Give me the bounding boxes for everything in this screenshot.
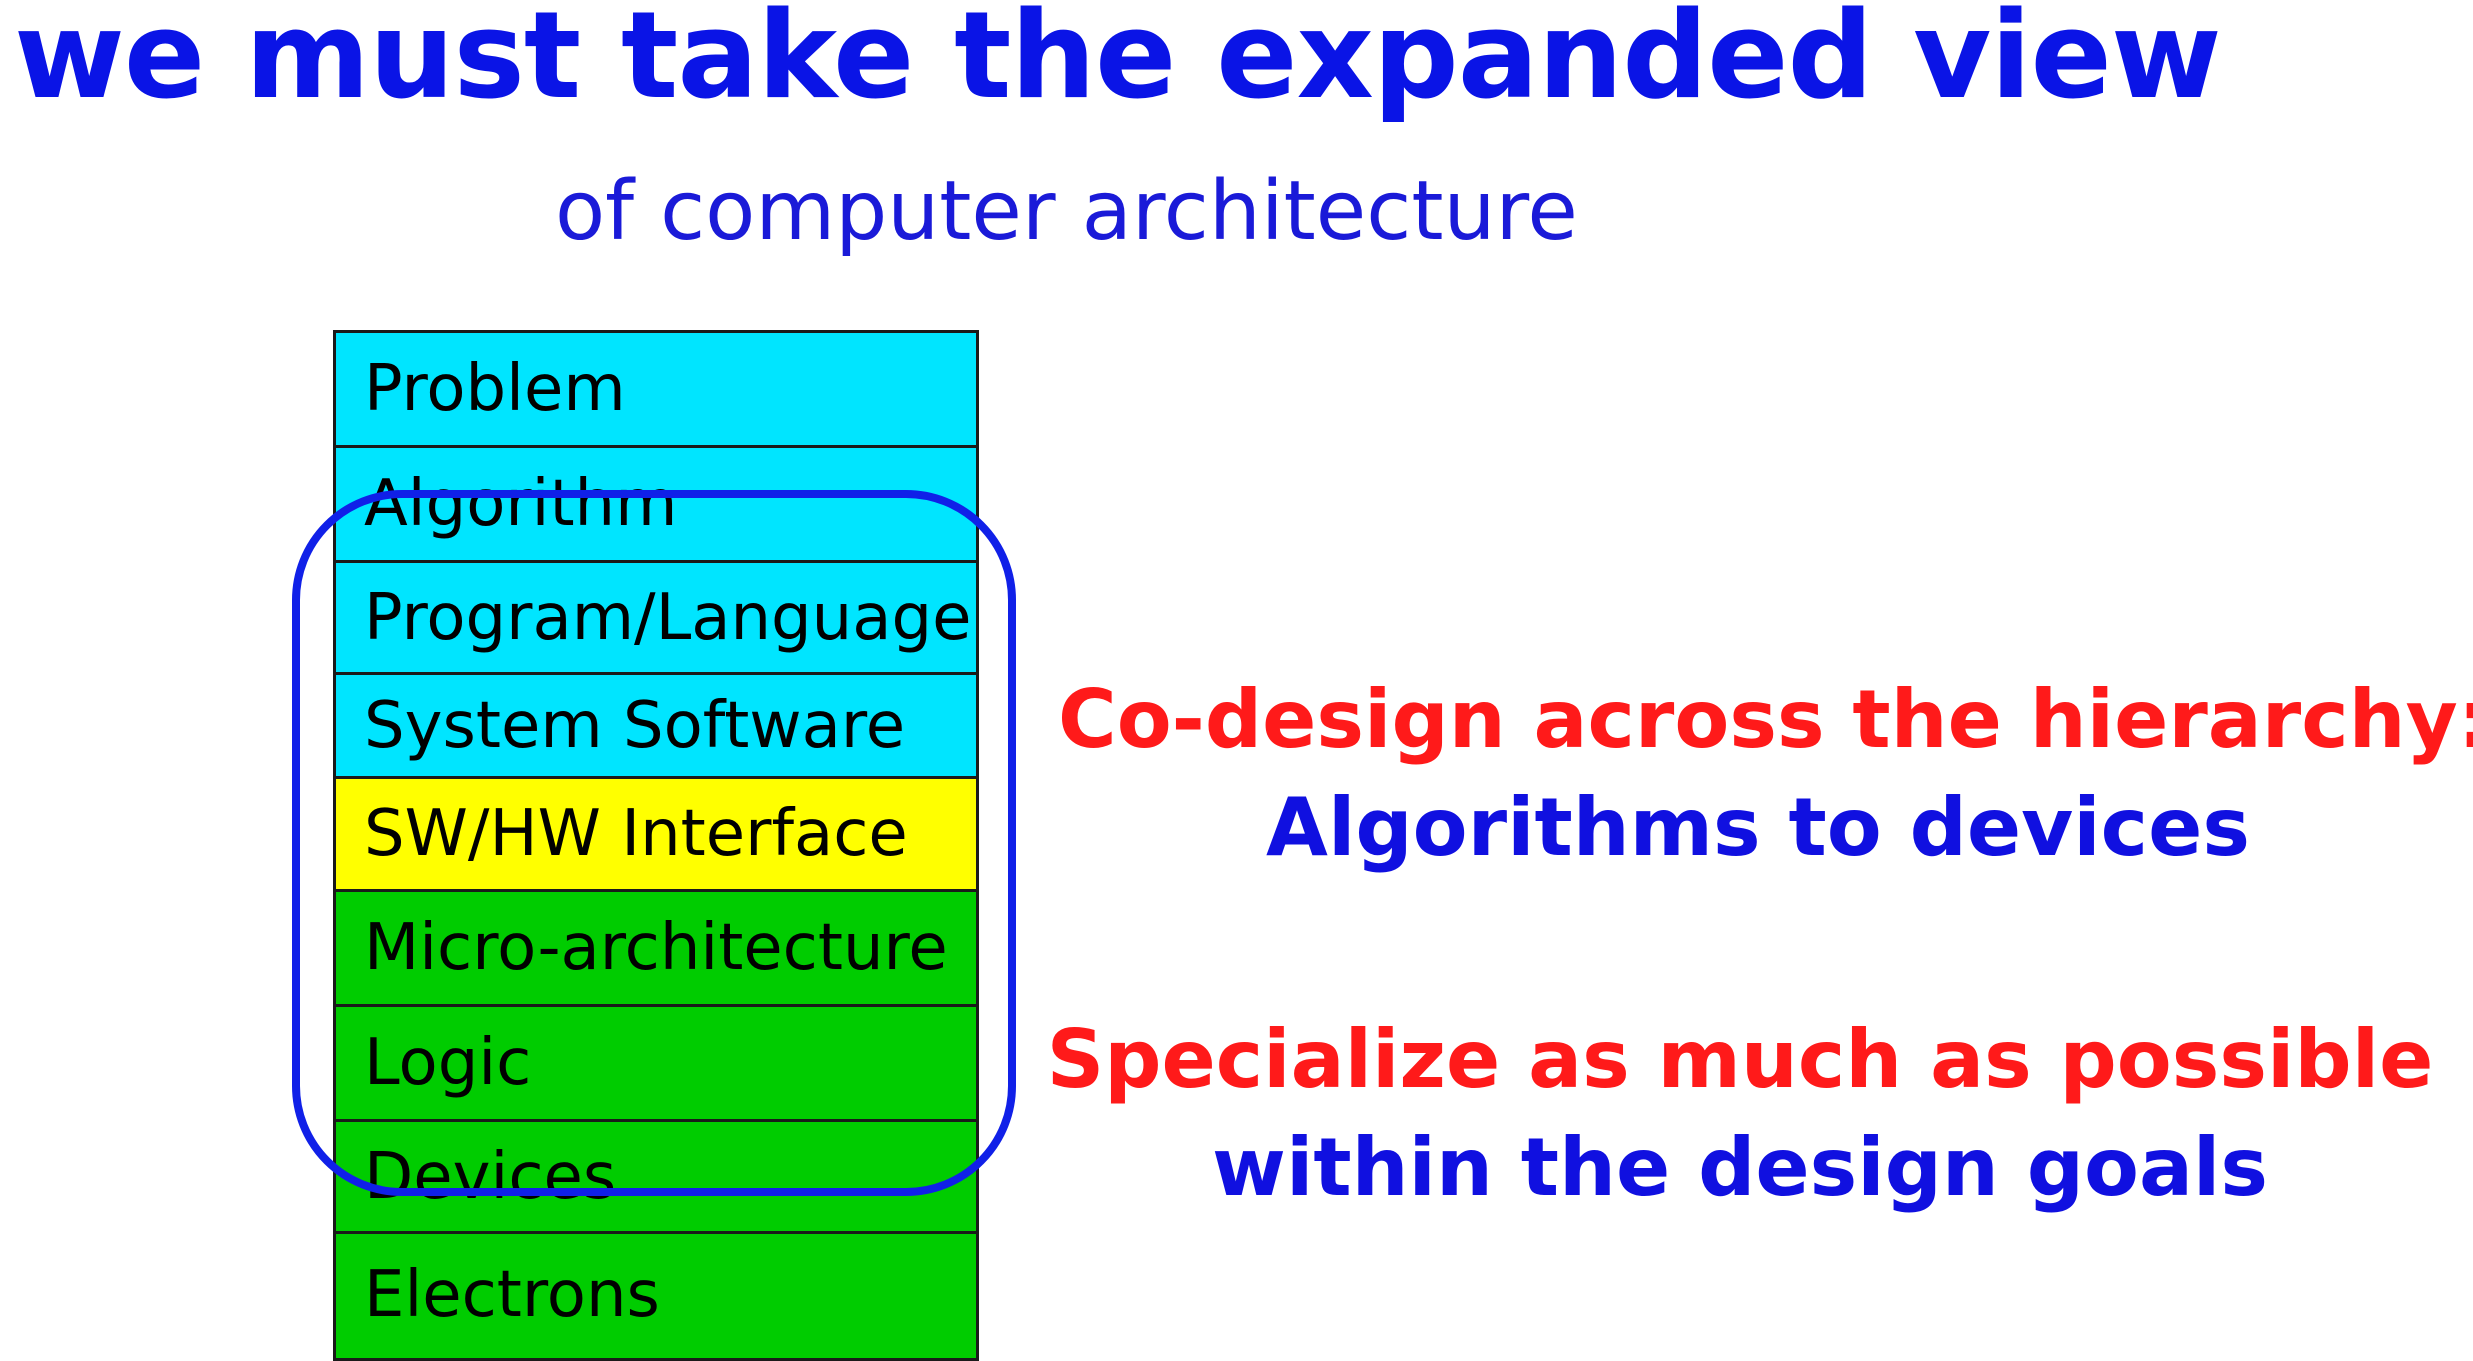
codesign-highlight-ring (292, 490, 1016, 1196)
layer-logic: Logic (333, 1004, 979, 1122)
layer-sw-hw-interface: SW/HW Interface (333, 776, 979, 892)
layer-label: Devices (364, 1139, 617, 1214)
codesign-heading: Co-design across the hierarchy: (1058, 673, 2473, 766)
layer-devices: Devices (333, 1119, 979, 1234)
layer-micro-architecture: Micro-architecture (333, 889, 979, 1007)
layer-label: SW/HW Interface (364, 797, 908, 871)
codesign-subheading: Algorithms to devices (1266, 781, 2250, 874)
layer-label: System Software (364, 688, 906, 763)
layer-label: Micro-architecture (364, 911, 948, 985)
layer-problem: Problem (333, 330, 979, 448)
specialize-subheading: within the design goals (1212, 1121, 2268, 1214)
layer-program-language: Program/Language (333, 560, 979, 675)
layer-electrons: Electrons (333, 1231, 979, 1361)
specialize-heading: Specialize as much as possible (1046, 1013, 2434, 1106)
layer-label: Problem (364, 352, 626, 426)
layer-label: Electrons (364, 1258, 660, 1332)
layer-label: Algorithm (364, 467, 678, 541)
slide-title: we must take the expanded view (14, 0, 2222, 126)
abstraction-stack: Problem Algorithm Program/Language Syste… (333, 330, 981, 1361)
layer-label: Program/Language (364, 580, 972, 655)
slide-subtitle: of computer architecture (555, 164, 1578, 259)
layer-system-software: System Software (333, 672, 979, 779)
